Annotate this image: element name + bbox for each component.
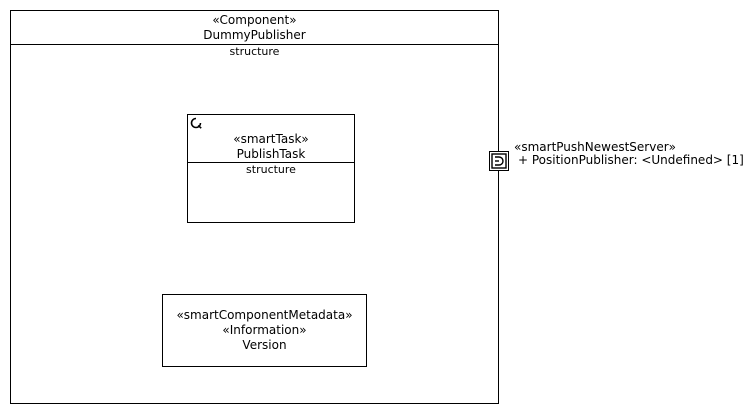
metadata-stereotype-1: «smartComponentMetadata» bbox=[176, 308, 353, 322]
component-stereotype: «Component» bbox=[212, 13, 297, 27]
metadata-version[interactable]: «smartComponentMetadata» «Information» V… bbox=[162, 294, 367, 367]
port-label: + PositionPublisher: <Undefined> [1] bbox=[518, 153, 744, 167]
task-structure-label: structure bbox=[246, 163, 296, 176]
task-header-divider bbox=[188, 162, 354, 163]
task-publishtask[interactable]: «smartTask» PublishTask structure bbox=[187, 114, 355, 223]
task-stereotype: «smartTask» bbox=[233, 132, 309, 146]
component-name: DummyPublisher bbox=[203, 28, 306, 42]
task-name: PublishTask bbox=[236, 147, 306, 161]
metadata-name: Version bbox=[242, 338, 287, 352]
cycle-icon bbox=[190, 117, 202, 129]
component-structure-label: structure bbox=[229, 45, 280, 58]
port-stereotype: «smartPushNewestServer» bbox=[514, 140, 676, 154]
component-header-divider bbox=[11, 44, 498, 45]
metadata-stereotype-2: «Information» bbox=[222, 323, 307, 337]
service-port-icon[interactable] bbox=[489, 151, 509, 171]
